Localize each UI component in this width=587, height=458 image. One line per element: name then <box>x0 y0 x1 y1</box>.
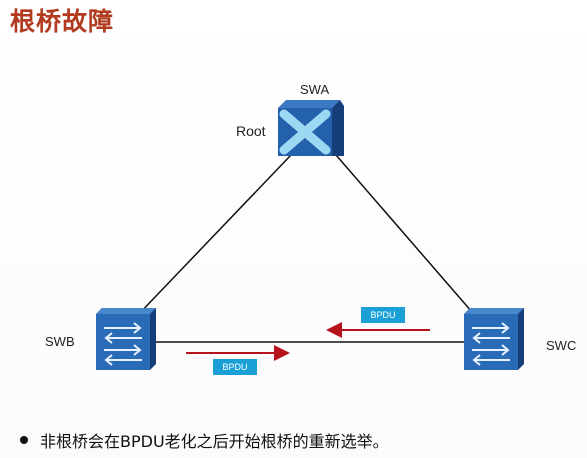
bpdu-box-lower: BPDU <box>213 359 257 375</box>
switch-icon-swc <box>464 308 524 370</box>
link-swa-swc <box>335 154 473 313</box>
bpdu-box-upper: BPDU <box>361 307 405 323</box>
page-title: 根桥故障 <box>10 7 115 36</box>
swa-label: SWA <box>300 82 330 97</box>
switch-failed-icon <box>278 100 344 156</box>
root-label: Root <box>236 123 266 139</box>
swc-label: SWC <box>546 338 577 353</box>
note-bullet: 非根桥会在BPDU老化之后开始根桥的重新选举。 <box>20 428 389 452</box>
link-swa-swb <box>134 154 292 319</box>
switch-icon-swb <box>96 308 156 370</box>
bullet-dot-icon <box>20 436 28 444</box>
swb-label: SWB <box>45 334 75 349</box>
note-text: 非根桥会在BPDU老化之后开始根桥的重新选举。 <box>40 432 389 451</box>
